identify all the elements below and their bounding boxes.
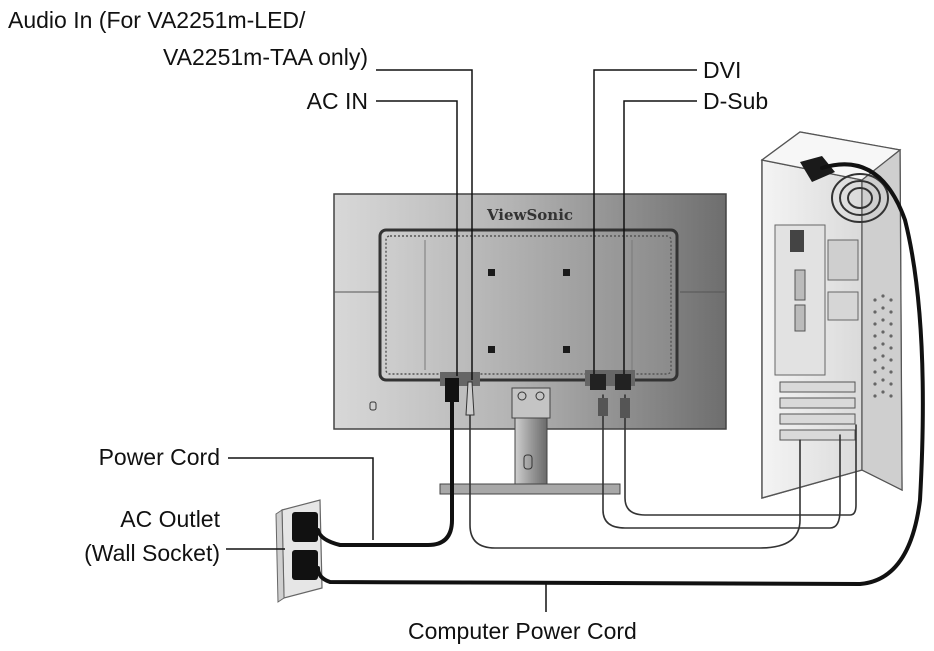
label-power-cord: Power Cord (98, 444, 220, 470)
fan-icon (831, 173, 889, 223)
label-ac-outlet-line2: (Wall Socket) (84, 540, 220, 566)
label-dvi: DVI (703, 57, 742, 83)
cables (316, 162, 925, 587)
computer-tower (760, 131, 903, 499)
label-ac-in: AC IN (306, 88, 368, 114)
leader-lines (226, 69, 697, 612)
brand-logo: ViewSonic (486, 206, 573, 224)
monitor-power-cord (316, 393, 454, 547)
label-audio-in-line2: VA2251m-TAA only) (163, 44, 368, 70)
monitor-rear (333, 193, 727, 495)
label-ac-outlet-line1: AC Outlet (120, 506, 220, 532)
label-d-sub: D-Sub (703, 88, 769, 114)
computer-power-cord (316, 162, 925, 587)
label-audio-in-line1: Audio In (For VA2251m-LED/ (8, 7, 306, 33)
label-computer-power-cord: Computer Power Cord (408, 618, 637, 644)
wall-outlet (275, 499, 323, 603)
